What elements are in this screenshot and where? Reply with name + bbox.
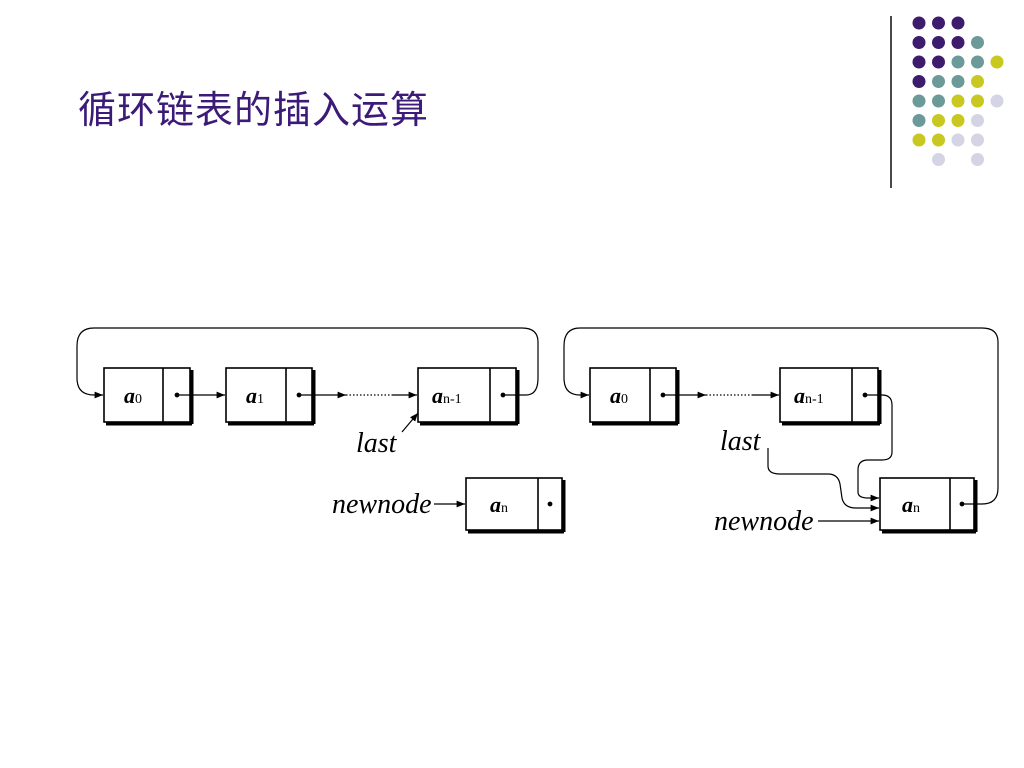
decorative-dot (951, 55, 965, 69)
left-new-node-an: an (465, 477, 566, 534)
decorative-dot (971, 36, 984, 49)
decorative-dot (912, 16, 926, 30)
title-divider-line (890, 16, 892, 188)
decorative-dot (971, 114, 984, 127)
right-pointer-arrows (563, 327, 999, 525)
decorative-dot (912, 75, 926, 88)
left-node-a0-label: a0 (124, 383, 142, 408)
right-new-node-an: an (879, 477, 978, 534)
right-newnode-label: newnode (714, 506, 814, 537)
decorative-dot (951, 133, 965, 147)
decorative-dot (932, 16, 945, 30)
decorative-dot (951, 36, 965, 49)
decorative-dot (912, 133, 926, 147)
decorative-dot (990, 55, 1004, 69)
decorative-dot (932, 114, 945, 127)
left-pointer-arrows (76, 327, 553, 508)
right-node-an-1-label: an-1 (794, 383, 824, 408)
decorative-dot (932, 153, 945, 166)
decorative-dot (932, 94, 945, 108)
decorative-dot (932, 55, 945, 69)
decorative-dot (971, 153, 984, 166)
decorative-dot (912, 55, 926, 69)
left-node-an-1-label: an-1 (432, 383, 462, 408)
decorative-dot (912, 36, 926, 49)
decorative-dot (912, 94, 926, 108)
diagram-after-insertion: a0 an-1 an (563, 327, 999, 537)
decorative-dot (951, 94, 965, 108)
left-last-label: last (356, 428, 398, 459)
right-new-node-an-label: an (902, 492, 920, 517)
right-node-a0-label: a0 (610, 383, 628, 408)
decorative-dot (990, 94, 1004, 108)
slide-title: 循环链表的插入运算 (78, 88, 430, 132)
decorative-dot (951, 16, 965, 30)
left-newnode-label: newnode (332, 489, 432, 520)
decorative-dot (912, 114, 926, 127)
right-node-an-1: an-1 (779, 367, 882, 426)
diagram-before-insertion: a0 a1 an-1 an (76, 327, 566, 534)
decorative-dot (971, 55, 984, 69)
right-last-label: last (720, 426, 762, 457)
decorative-dot (932, 75, 945, 88)
decorative-dot (971, 94, 984, 108)
left-node-a1-label: a1 (246, 383, 264, 408)
decorative-dot (951, 75, 965, 88)
left-new-node-an-label: an (490, 492, 508, 517)
decorative-dot (951, 114, 965, 127)
decorative-dot (932, 36, 945, 49)
decorative-dot (932, 133, 945, 147)
decorative-dot (971, 75, 984, 88)
decorative-dot (971, 133, 984, 147)
